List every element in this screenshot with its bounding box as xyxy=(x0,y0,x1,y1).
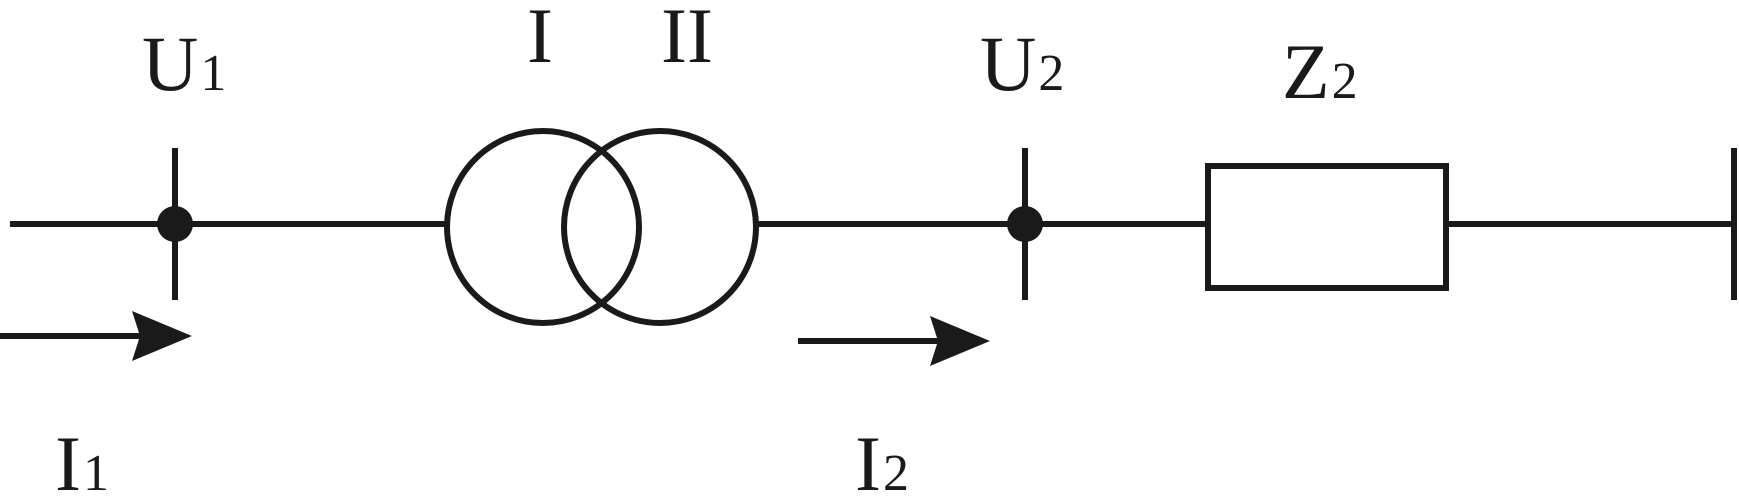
transformer-winding-primary xyxy=(444,128,642,326)
node-u2-dot xyxy=(1007,206,1043,242)
current-arrow-i1-head xyxy=(132,311,192,361)
node-u1-dot xyxy=(157,206,193,242)
label-u1: U1 xyxy=(142,20,226,107)
transformer-winding-secondary xyxy=(561,128,759,326)
current-arrow-i2-head xyxy=(930,316,990,366)
label-i1: I1 xyxy=(55,420,109,497)
label-winding-secondary: II xyxy=(661,0,713,79)
label-winding-primary: I xyxy=(527,0,553,79)
label-i2: I2 xyxy=(855,420,909,497)
label-z2: Z2 xyxy=(1282,28,1358,115)
label-u2: U2 xyxy=(980,20,1064,107)
impedance-z2-box xyxy=(1205,163,1449,291)
